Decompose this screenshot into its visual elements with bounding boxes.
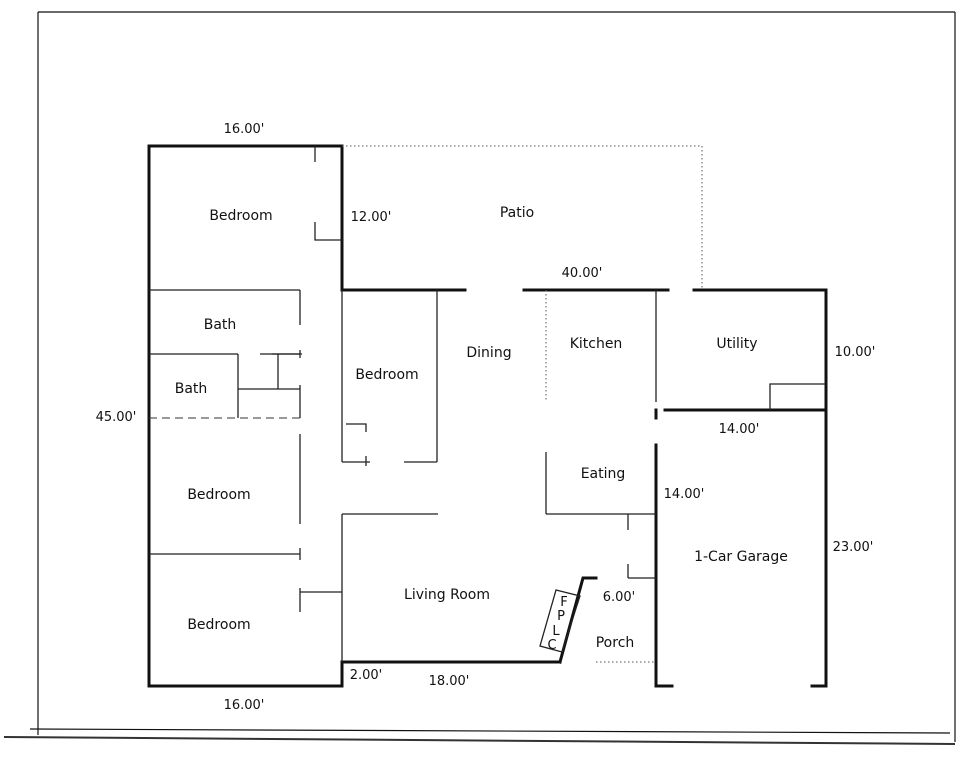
dimension-jog: 2.00' [350, 668, 383, 683]
fireplace-letter: F [560, 595, 567, 610]
dimension-overall-depth: 45.00' [96, 410, 137, 425]
fireplace-letter: L [552, 624, 560, 639]
fireplace-letter: P [557, 609, 565, 624]
room-label-eating: Eating [581, 466, 626, 482]
room-label-dining: Dining [466, 345, 511, 361]
room-label-bedroom: Bedroom [355, 367, 418, 383]
room-label-living-room: Living Room [404, 587, 490, 603]
room-label-bedroom: Bedroom [209, 208, 272, 224]
room-label-utility: Utility [716, 336, 757, 352]
room-label-bath: Bath [175, 381, 208, 397]
dimension-utility-width: 14.00' [719, 422, 760, 437]
exterior-walls [147, 144, 828, 688]
dimension-top-width: 16.00' [224, 122, 265, 137]
fireplace-label: F P L C [547, 595, 567, 653]
fireplace-letter: C [547, 638, 556, 653]
dimension-labels: 16.00' 12.00' 40.00' 10.00' 45.00' 14.00… [96, 122, 876, 713]
dimension-living-width: 18.00' [429, 674, 470, 689]
dimension-garage-width: 14.00' [664, 487, 705, 502]
page-frame [3, 11, 956, 745]
dimension-bedroom-depth: 12.00' [351, 210, 392, 225]
room-label-garage: 1-Car Garage [694, 549, 788, 565]
dimension-bottom-width: 16.00' [224, 698, 265, 713]
interior-walls [149, 146, 826, 662]
dimension-garage-depth: 23.00' [833, 540, 874, 555]
room-label-bedroom: Bedroom [187, 487, 250, 503]
dimension-utility-depth: 10.00' [835, 345, 876, 360]
dotted-outlines [342, 145, 703, 663]
room-labels: Bedroom Patio Bath Bath Bedroom Dining K… [175, 205, 788, 651]
room-label-bedroom: Bedroom [187, 617, 250, 633]
dimension-patio-width: 40.00' [562, 266, 603, 281]
room-label-patio: Patio [500, 205, 534, 221]
room-label-kitchen: Kitchen [570, 336, 623, 352]
room-label-porch: Porch [596, 635, 635, 651]
room-label-bath: Bath [204, 317, 237, 333]
dimension-porch-depth: 6.00' [603, 590, 636, 605]
